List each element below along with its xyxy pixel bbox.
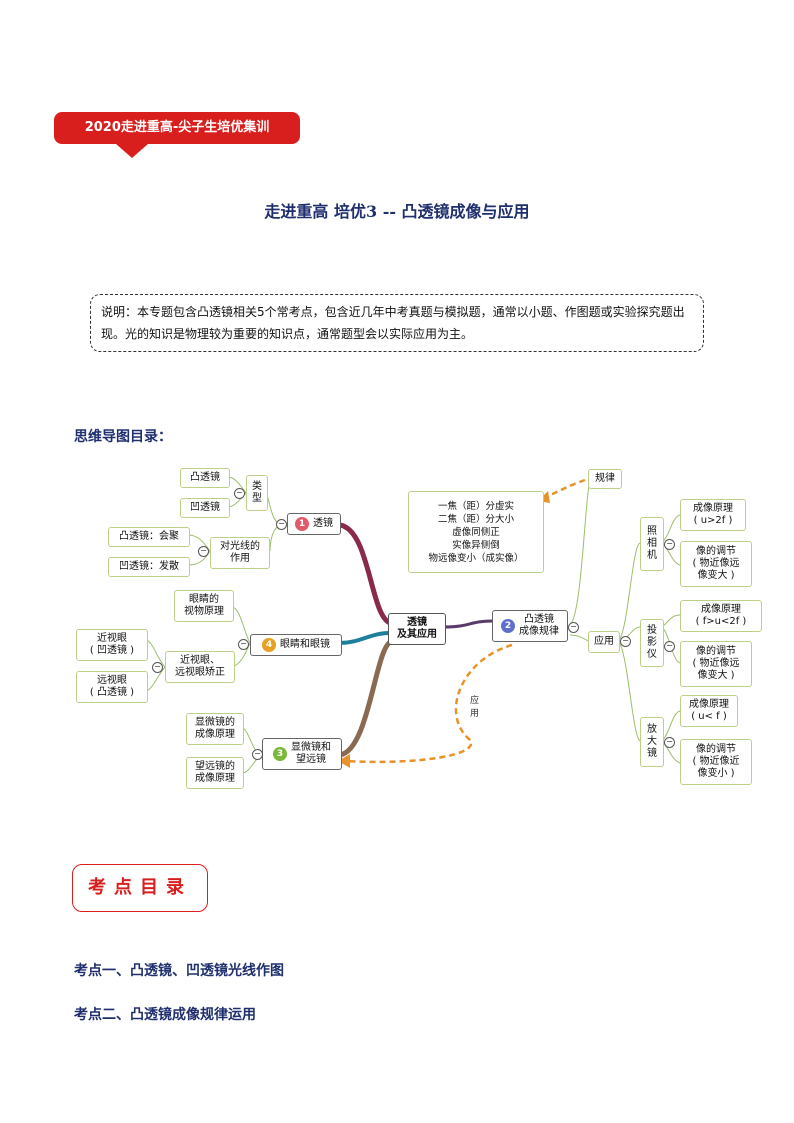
collapse-toggle: −	[568, 622, 579, 633]
exam-point-2[interactable]: 考点二、凸透镜成像规律运用	[74, 1007, 256, 1023]
node-magnifier-label: 放 大 镜	[647, 724, 657, 759]
node-concave: 凹透镜	[180, 498, 230, 518]
node-convex-converge-label: 凸透镜：会聚	[119, 531, 179, 542]
node-convex-label: 凸透镜	[190, 472, 220, 483]
node-rule-label: 规律	[595, 473, 615, 484]
center-node: 透镜 及其应用	[388, 613, 446, 645]
node-hyperopia-label: 远视眼 ( 凸透镜 )	[89, 675, 135, 698]
node-magnifier-adjust: 像的调节 ( 物近像近 像变小 )	[680, 739, 752, 785]
node-microscope-principle: 显微镜的 成像原理	[186, 713, 244, 745]
branch-number-2: 2	[501, 619, 515, 633]
description-box: 说明：本专题包含凸透镜相关5个常考点，包含近几年中考真题与模拟题，通常以小题、作…	[90, 294, 704, 352]
collapse-toggle: −	[152, 662, 163, 673]
collapse-toggle: −	[620, 636, 631, 647]
node-projector-principle: 成像原理 ( f>u<2f )	[680, 600, 762, 632]
collapse-toggle: −	[238, 639, 249, 650]
node-myopia-label: 近视眼 ( 凹透镜 )	[89, 633, 135, 656]
node-apply-label: 应用	[594, 636, 614, 647]
page-title: 走进重高 培优3 -- 凸透镜成像与应用	[264, 202, 530, 221]
mindmap-heading: 思维导图目录：	[74, 429, 172, 445]
node-convex: 凸透镜	[180, 468, 230, 488]
node-concave-diverge: 凹透镜：发散	[108, 557, 190, 577]
branch-convex-rule: 2 凸透镜 成像规律	[492, 610, 568, 642]
collapse-toggle: −	[664, 737, 675, 748]
node-eye-principle-label: 眼睛的 视物原理	[184, 594, 224, 617]
node-microscope-principle-label: 显微镜的 成像原理	[195, 717, 235, 740]
node-myopia-correct-label: 近视眼、 远视眼矫正	[175, 655, 225, 678]
node-concave-diverge-label: 凹透镜：发散	[119, 561, 179, 572]
mind-map: 透镜 及其应用 1 透镜 − 类 型 − 凸透镜 凹透镜 对光线的 作用 − 凸透…	[0, 455, 794, 815]
node-camera: 照 相 机	[640, 517, 664, 571]
node-projector-adjust: 像的调节 ( 物近像远 像变大 )	[680, 641, 752, 687]
node-type-label: 类 型	[252, 481, 262, 504]
node-magnifier-adjust-label: 像的调节 ( 物近像近 像变小 )	[692, 744, 740, 779]
branch-convex-rule-label: 凸透镜 成像规律	[519, 614, 559, 637]
node-telescope-principle: 望远镜的 成像原理	[186, 757, 244, 789]
node-rule-text-label: 一焦（距）分虚实 二焦（距）分大小 虚像同侧正 实像异侧倒 物远像变小（成实像）	[428, 500, 524, 564]
node-magnifier-principle: 成像原理 ( u< f )	[680, 695, 738, 727]
node-apply: 应用	[588, 631, 620, 653]
node-camera-principle: 成像原理 ( u>2f )	[680, 499, 746, 531]
node-projector-principle-label: 成像原理 ( f>u<2f )	[695, 604, 747, 627]
node-rule-text: 一焦（距）分虚实 二焦（距）分大小 虚像同侧正 实像异侧倒 物远像变小（成实像）	[408, 491, 544, 573]
banner-tail	[116, 144, 148, 158]
node-camera-adjust-label: 像的调节 ( 物近像远 像变大 )	[692, 546, 740, 581]
collapse-toggle: −	[198, 546, 209, 557]
node-light-effect: 对光线的 作用	[210, 537, 270, 569]
collapse-toggle: −	[252, 749, 263, 760]
node-telescope-principle-label: 望远镜的 成像原理	[195, 761, 235, 784]
node-myopia-correct: 近视眼、 远视眼矫正	[165, 651, 235, 683]
apply-arrow-label: 应 用	[470, 696, 480, 719]
node-camera-adjust: 像的调节 ( 物近像远 像变大 )	[680, 541, 752, 587]
series-banner: 2020走进重高-尖子生培优集训	[54, 112, 300, 144]
branch-number-1: 1	[295, 517, 309, 531]
center-label: 透镜 及其应用	[397, 617, 437, 640]
collapse-toggle: −	[276, 519, 287, 530]
branch-lens-label: 透镜	[313, 518, 333, 529]
node-eye-principle: 眼睛的 视物原理	[174, 590, 234, 622]
node-convex-converge: 凸透镜：会聚	[108, 527, 190, 547]
node-myopia: 近视眼 ( 凹透镜 )	[76, 629, 148, 661]
node-projector-adjust-label: 像的调节 ( 物近像远 像变大 )	[692, 646, 740, 681]
node-rule: 规律	[588, 469, 622, 489]
node-hyperopia: 远视眼 ( 凸透镜 )	[76, 671, 148, 703]
branch-lens: 1 透镜	[287, 513, 341, 535]
exam-point-1[interactable]: 考点一、凸透镜、凹透镜光线作图	[74, 963, 284, 979]
node-magnifier: 放 大 镜	[640, 717, 664, 767]
branch-number-3: 3	[273, 747, 287, 761]
node-magnifier-principle-label: 成像原理 ( u< f )	[689, 699, 729, 722]
collapse-toggle: −	[664, 641, 675, 652]
branch-number-4: 4	[262, 638, 276, 652]
node-camera-label: 照 相 机	[647, 526, 657, 561]
collapse-toggle: −	[664, 539, 675, 550]
node-type: 类 型	[246, 475, 268, 511]
node-projector: 投 影 仪	[640, 619, 664, 667]
collapse-toggle: −	[234, 488, 245, 499]
node-camera-principle-label: 成像原理 ( u>2f )	[693, 503, 733, 526]
branch-eye: 4 眼睛和眼镜	[250, 634, 342, 656]
node-light-effect-label: 对光线的 作用	[220, 541, 260, 564]
node-concave-label: 凹透镜	[190, 502, 220, 513]
toc-callout: 考点目录	[72, 864, 208, 912]
branch-microscope: 3 显微镜和 望远镜	[262, 738, 342, 770]
branch-eye-label: 眼睛和眼镜	[280, 639, 330, 650]
branch-microscope-label: 显微镜和 望远镜	[291, 742, 331, 765]
node-projector-label: 投 影 仪	[647, 625, 657, 660]
